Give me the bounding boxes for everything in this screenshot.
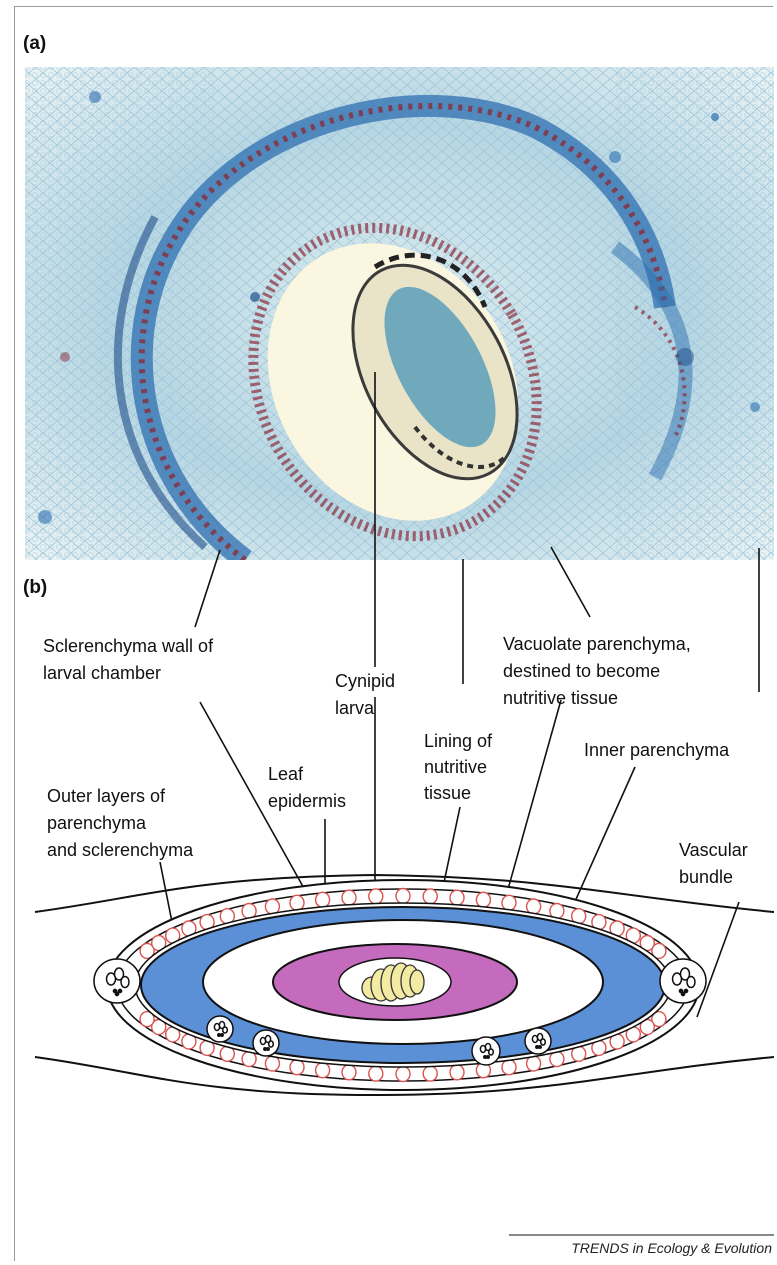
- figure-frame: (a) (b): [14, 6, 773, 1261]
- epidermis-cell: [502, 1060, 516, 1075]
- gall-schematic: [35, 875, 774, 1095]
- label-vacuolate-parenchyma: Vacuolate parenchyma, destined to become…: [503, 634, 696, 708]
- epidermis-cell: [265, 1056, 279, 1071]
- epidermis-cell: [396, 889, 410, 904]
- epidermis-cell: [476, 892, 490, 907]
- panel-b-label: (b): [23, 577, 47, 598]
- figure-credit: TRENDS in Ecology & Evolution: [571, 1240, 772, 1256]
- label-lining-nutritive-tissue: Lining of nutritive tissue: [424, 731, 497, 803]
- epidermis-cell: [423, 1066, 437, 1081]
- epidermis-cell: [342, 1065, 356, 1080]
- epidermis-cell: [502, 895, 516, 910]
- label-sclerenchyma-wall: Sclerenchyma wall of larval chamber: [43, 636, 218, 683]
- epidermis-cell: [316, 1063, 330, 1078]
- epidermis-cell: [527, 899, 541, 914]
- epidermis-cell: [423, 889, 437, 904]
- epidermis-cell: [369, 889, 383, 904]
- label-outer-layers: Outer layers of parenchyma and sclerench…: [47, 786, 194, 860]
- epidermis-cell: [290, 1060, 304, 1075]
- epidermis-cell: [450, 890, 464, 905]
- epidermis-cell: [450, 1065, 464, 1080]
- epidermis-cell: [316, 892, 330, 907]
- label-vascular-bundle: Vascular bundle: [679, 840, 753, 887]
- epidermis-cell: [265, 899, 279, 914]
- label-cynipid-larva: Cynipid larva: [335, 671, 400, 718]
- micrograph-image: [25, 67, 774, 588]
- panel-a-label: (a): [23, 33, 46, 54]
- label-inner-parenchyma: Inner parenchyma: [584, 740, 730, 760]
- epidermis-cell: [527, 1056, 541, 1071]
- label-leaf-epidermis: Leaf epidermis: [268, 764, 346, 811]
- epidermis-cell: [342, 890, 356, 905]
- epidermis-cell: [396, 1067, 410, 1082]
- epidermis-cell: [290, 895, 304, 910]
- epidermis-cell: [369, 1066, 383, 1081]
- gall-diagram: (a) (b): [15, 7, 774, 1262]
